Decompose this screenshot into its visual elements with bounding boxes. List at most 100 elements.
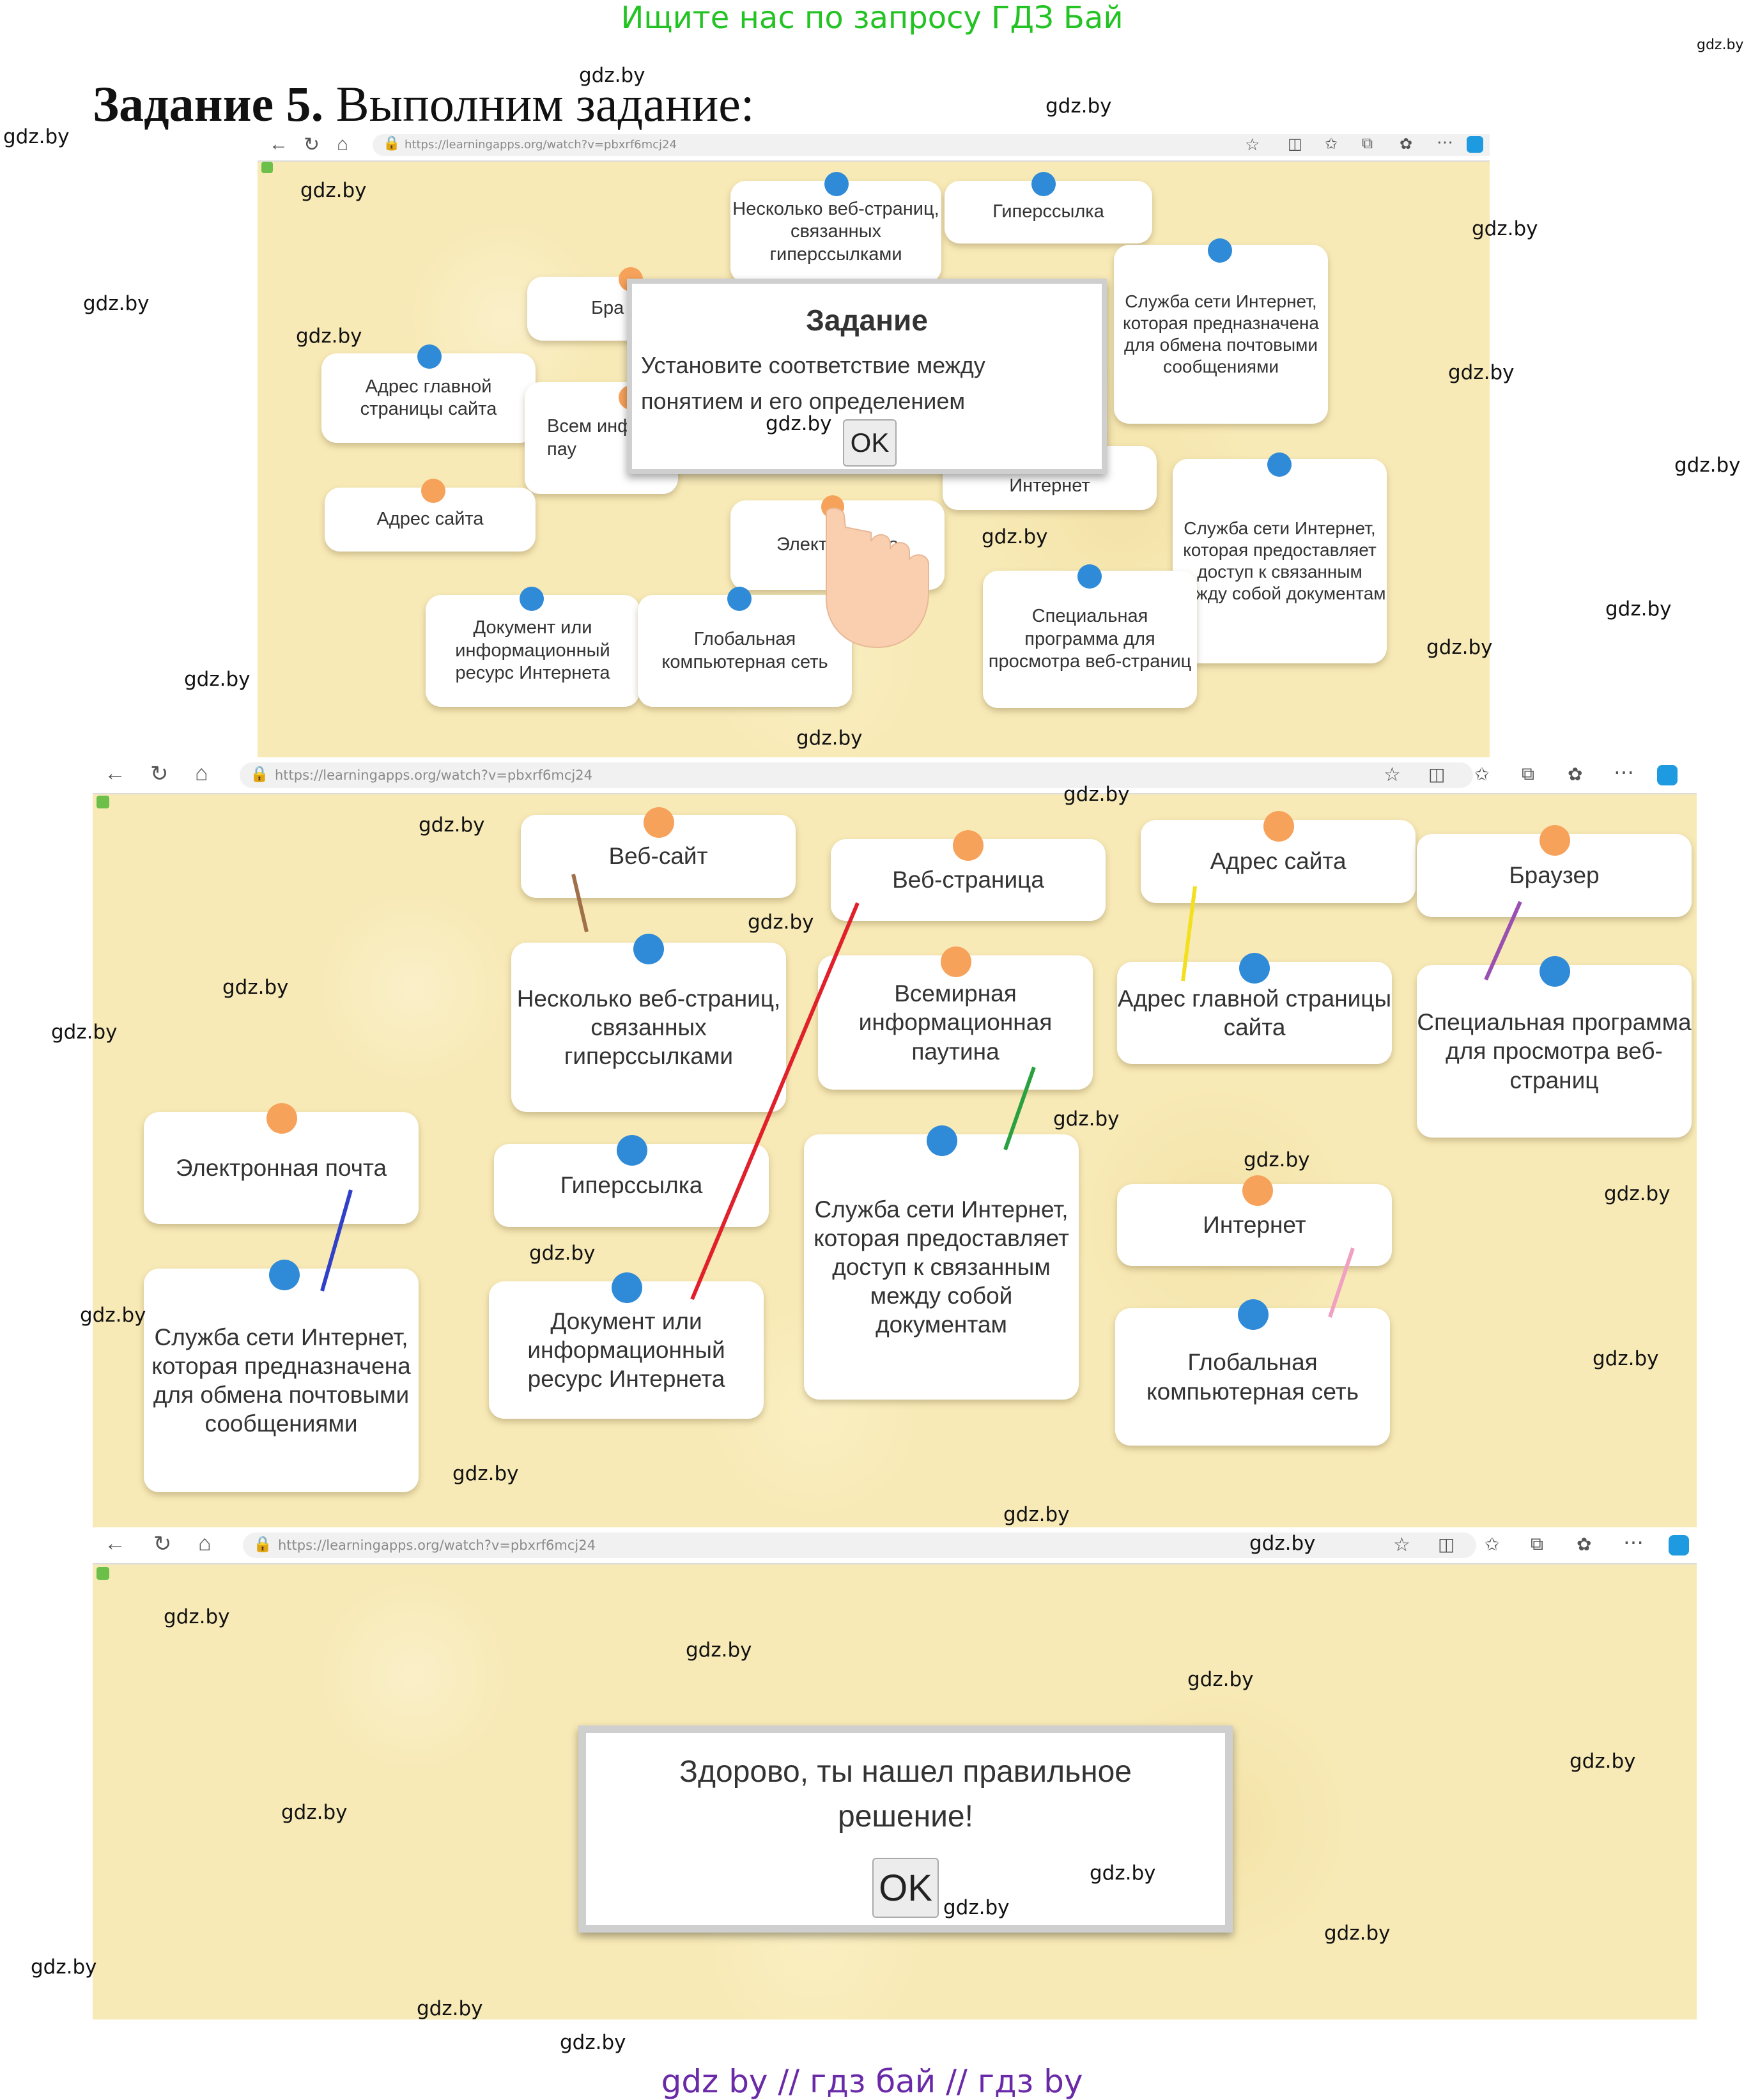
app-logo-icon (96, 796, 109, 808)
card-several-pages[interactable]: Несколько веб-страниц, связанных гиперсс… (511, 943, 786, 1112)
watermark: gdz.by (1249, 1532, 1316, 1555)
favorites-icon[interactable]: ✩ (1485, 1534, 1500, 1554)
connector-dot[interactable] (417, 344, 442, 369)
reload-icon[interactable]: ↻ (150, 762, 169, 786)
address-bar[interactable]: 🔒 https://learningapps.org/watch?v=pbxrf… (243, 1533, 1476, 1558)
collections-icon[interactable]: ⧉ (1531, 1534, 1543, 1554)
favorite-star-icon[interactable]: ☆ (1384, 764, 1401, 785)
watermark: gdz.by (1604, 1182, 1671, 1205)
ok-button[interactable]: OK (872, 1858, 939, 1918)
back-icon[interactable]: ← (269, 134, 288, 155)
watermark: gdz.by (1187, 1668, 1254, 1691)
watermark: gdz.by (1605, 598, 1672, 621)
watermark: gdz.by (766, 412, 832, 435)
lock-icon: 🔒 (253, 1535, 272, 1553)
browser-toolbar: ← ↻ ⌂ 🔒 https://learningapps.org/watch?v… (93, 1527, 1697, 1564)
watermark: gdz.by (982, 525, 1048, 548)
card-website[interactable]: Веб-сайт (521, 815, 796, 898)
home-icon[interactable]: ⌂ (195, 761, 208, 785)
connector-dot[interactable] (1239, 953, 1270, 984)
connector-dot[interactable] (927, 1125, 957, 1156)
connector-dot[interactable] (617, 1135, 647, 1166)
back-icon[interactable]: ← (104, 761, 126, 785)
extensions-icon[interactable]: ✿ (1568, 764, 1583, 784)
success-text: Здорово, ты нашел правильное решение! (679, 1755, 1132, 1834)
connector-dot[interactable] (727, 587, 752, 611)
card-browser-program[interactable]: Специальная программа для просмотра веб-… (1417, 965, 1692, 1138)
connector-dot[interactable] (1242, 1175, 1273, 1206)
more-icon[interactable]: ⋯ (1623, 1531, 1644, 1554)
connector-dot[interactable] (1208, 238, 1232, 263)
connector-dot[interactable] (1263, 811, 1294, 842)
split-screen-icon[interactable]: ◫ (1428, 764, 1446, 784)
extensions-icon[interactable]: ✿ (1400, 135, 1413, 153)
url-text: https://learningapps.org/watch?v=pbxrf6m… (275, 768, 592, 783)
home-icon[interactable]: ⌂ (198, 1531, 212, 1556)
card-document-resource[interactable]: Документ или информационный ресурс Интер… (489, 1281, 764, 1419)
connector-dot[interactable] (1031, 172, 1056, 196)
watermark: gdz.by (184, 668, 251, 691)
connector-dot[interactable] (612, 1272, 642, 1303)
connector-dot[interactable] (941, 946, 971, 977)
connector-dot[interactable] (633, 934, 664, 964)
favorites-icon[interactable]: ✩ (1325, 135, 1338, 153)
more-icon[interactable]: ⋯ (1437, 132, 1453, 151)
lock-icon: 🔒 (250, 765, 269, 783)
watermark: gdz.by (560, 2031, 626, 2054)
app-logo-icon (261, 162, 273, 173)
collections-icon[interactable]: ⧉ (1362, 135, 1373, 152)
back-icon[interactable]: ← (104, 1531, 126, 1556)
copilot-icon[interactable] (1467, 136, 1483, 153)
card-www-service[interactable]: Служба сети Интернет, которая предоставл… (804, 1134, 1079, 1400)
connector-dot[interactable] (266, 1103, 297, 1134)
extensions-icon[interactable]: ✿ (1577, 1534, 1592, 1554)
connector-dot[interactable] (953, 830, 984, 861)
watermark: gdz.by (1244, 1148, 1310, 1171)
address-bar[interactable]: 🔒 https://learningapps.org/watch?v=pbxrf… (240, 762, 1473, 788)
more-icon[interactable]: ⋯ (1614, 760, 1634, 784)
card-email-service[interactable]: Служба сети Интернет, которая предназнач… (1114, 245, 1328, 424)
watermark: gdz.by (1003, 1503, 1070, 1526)
favorite-star-icon[interactable]: ☆ (1393, 1534, 1410, 1556)
copilot-icon[interactable] (1657, 765, 1678, 785)
card-browser-program[interactable]: Специальная программа для просмотра веб-… (983, 571, 1197, 708)
ok-button[interactable]: OK (843, 419, 897, 467)
connector-dot[interactable] (421, 479, 445, 503)
watermark: gdz.by (1697, 37, 1744, 53)
card-www[interactable]: Всемирная информационная паутина (818, 955, 1093, 1090)
connector-dot[interactable] (1540, 825, 1570, 856)
card-document-resource[interactable]: Документ или информационный ресурс Интер… (426, 595, 640, 707)
reload-icon[interactable]: ↻ (304, 134, 320, 155)
card-main-page-address[interactable]: Адрес главной страницы сайта (1117, 962, 1392, 1064)
watermark: gdz.by (1570, 1750, 1636, 1773)
home-icon[interactable]: ⌂ (337, 134, 349, 155)
lock-icon: 🔒 (383, 135, 401, 151)
footer: gdz by // гдз бай // гдз by (661, 2063, 1083, 2100)
split-screen-icon[interactable]: ◫ (1438, 1534, 1455, 1554)
connector-dot[interactable] (269, 1260, 300, 1290)
favorites-icon[interactable]: ✩ (1474, 764, 1490, 784)
reload-icon[interactable]: ↻ (153, 1532, 172, 1556)
watermark: gdz.by (748, 911, 814, 934)
watermark: gdz.by (686, 1639, 752, 1662)
top-banner: Ищите нас по запросу ГДЗ Бай (621, 0, 1123, 36)
connector-dot[interactable] (520, 587, 544, 611)
split-screen-icon[interactable]: ◫ (1288, 135, 1302, 153)
connector-dot[interactable] (1077, 564, 1102, 589)
connector-dot[interactable] (1238, 1299, 1269, 1330)
connector-dot[interactable] (824, 172, 849, 196)
connector-dot[interactable] (644, 807, 674, 838)
card-global-network[interactable]: Глобальная компьютерная сеть (1115, 1308, 1390, 1446)
card-several-pages[interactable]: Несколько веб-страниц, связанных гиперсс… (730, 181, 941, 283)
watermark: gdz.by (1426, 636, 1493, 659)
card-email-service[interactable]: Служба сети Интернет, которая предназнач… (144, 1269, 419, 1492)
collections-icon[interactable]: ⧉ (1522, 764, 1534, 784)
connector-dot[interactable] (1267, 452, 1292, 477)
address-bar[interactable]: 🔒 https://learningapps.org/watch?v=pbxrf… (373, 134, 1490, 156)
card-global-network[interactable]: Глобальная компьютерная сеть (638, 595, 852, 707)
card-www-service[interactable]: Служба сети Интернет, которая предоставл… (1173, 459, 1387, 663)
copilot-icon[interactable] (1669, 1535, 1689, 1556)
favorite-star-icon[interactable]: ☆ (1245, 135, 1260, 154)
watermark: gdz.by (579, 64, 645, 87)
connector-dot[interactable] (1540, 956, 1570, 987)
